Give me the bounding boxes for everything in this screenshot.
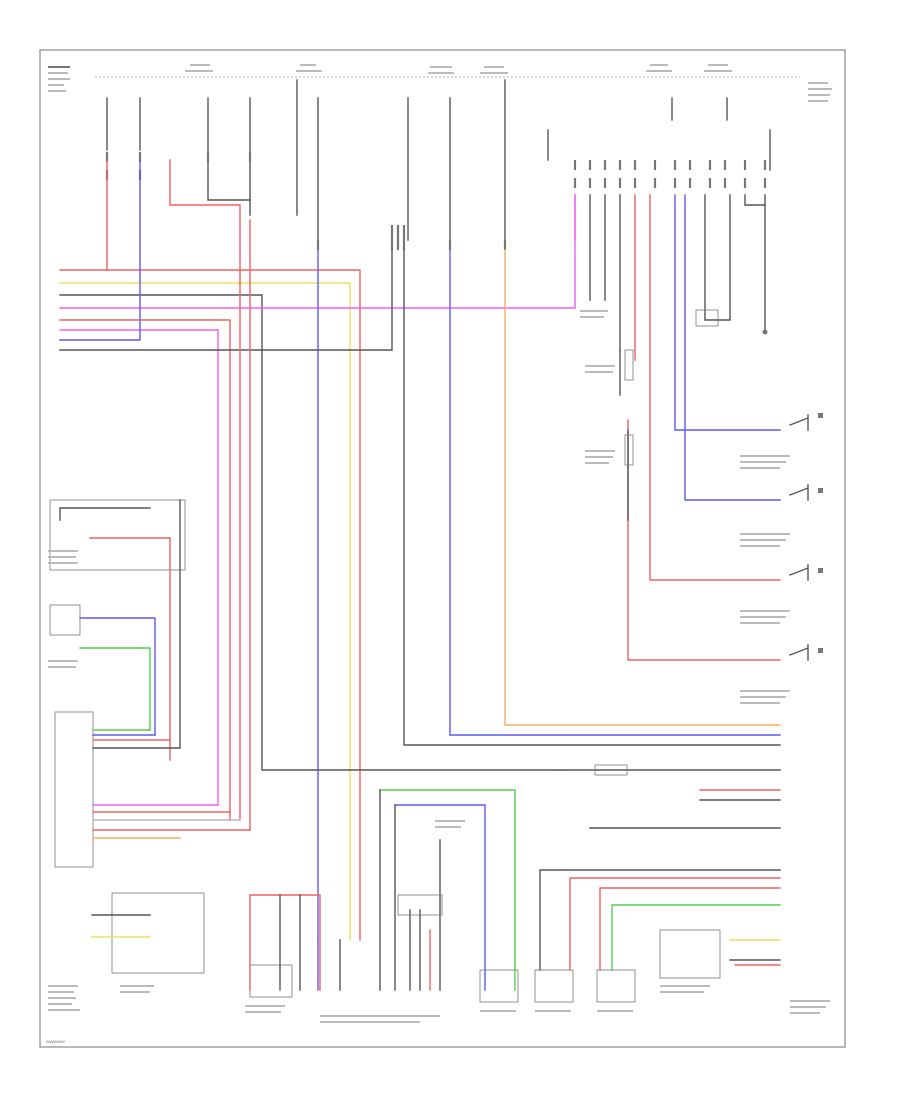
corner-label: WWWWW	[46, 1039, 65, 1044]
right-switch-wiring	[574, 194, 781, 661]
door-switches	[789, 413, 823, 661]
vertical-runs	[169, 159, 781, 941]
diagram-frame	[39, 49, 846, 1048]
fuse-drops	[106, 79, 771, 241]
connector-ticks	[105, 152, 767, 250]
lower-left-components	[91, 892, 341, 998]
right-labels	[580, 310, 790, 704]
left-labels	[48, 550, 830, 1023]
top-labels	[48, 64, 832, 102]
harness-bundle	[59, 159, 576, 941]
left-module-block	[49, 499, 251, 868]
lower-center-components	[379, 789, 721, 1003]
mid-right-components	[619, 309, 768, 521]
lower-right-bundle	[539, 764, 781, 971]
